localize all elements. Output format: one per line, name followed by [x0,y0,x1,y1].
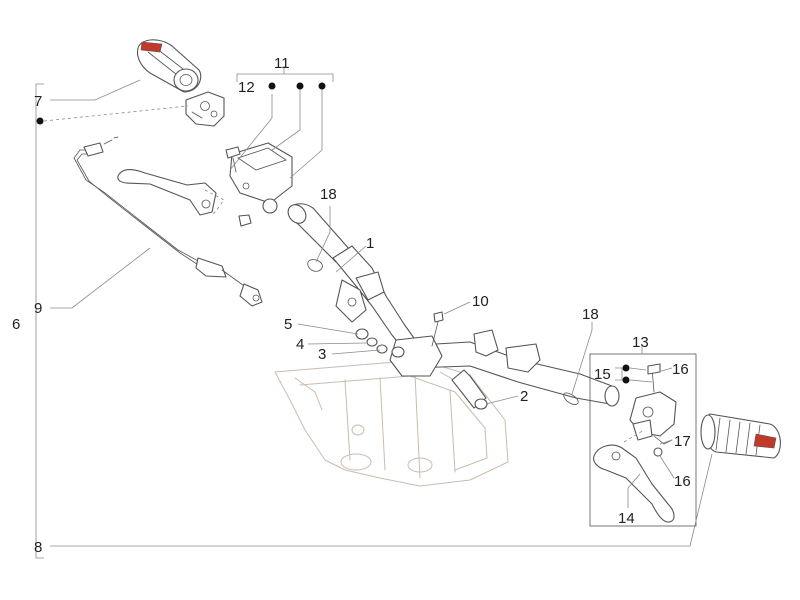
callout-14: 14 [618,510,635,527]
callout-4: 4 [296,336,304,353]
marker-dot [268,82,276,90]
callout-12: 12 [238,79,255,96]
callout-5: 5 [284,316,292,333]
callout-10: 10 [472,293,489,310]
callout-6: 6 [12,316,20,333]
leader-lines [35,66,713,559]
left-grip-part [136,39,202,93]
callout-16-upper: 16 [672,361,689,378]
callout-15: 15 [594,366,611,383]
left-switch-housing-part [185,91,225,127]
callout-9: 9 [34,300,42,317]
right-grip-part [700,413,781,459]
washers-part [355,328,405,358]
callout-1: 1 [366,235,374,252]
handlebar-cover-ghost [274,359,509,487]
callout-18-right: 18 [582,306,599,323]
callout-18-left: 18 [320,186,337,203]
callout-17: 17 [674,433,691,450]
callout-13: 13 [632,334,649,351]
marker-dot [622,364,630,372]
callout-3: 3 [318,346,326,363]
marker-dot [622,376,630,384]
callout-2: 2 [520,388,528,405]
master-cylinder-part [225,142,293,227]
callout-labels: 7 6 9 8 11 12 18 1 10 5 4 3 2 18 13 15 1… [12,55,691,556]
callout-16-lower: 16 [674,473,691,490]
left-brake-lever-part [117,169,225,217]
callout-7: 7 [34,93,42,110]
screw-part [431,311,444,347]
callout-11: 11 [274,55,290,72]
cable-part [73,136,263,307]
marker-dot [318,82,326,90]
right-brake-assembly-part [589,353,697,527]
marker-dot [36,117,44,125]
callout-8: 8 [34,539,42,556]
handlebar-frame-part [287,203,620,410]
marker-dot [296,82,304,90]
marker-dots [36,82,630,384]
